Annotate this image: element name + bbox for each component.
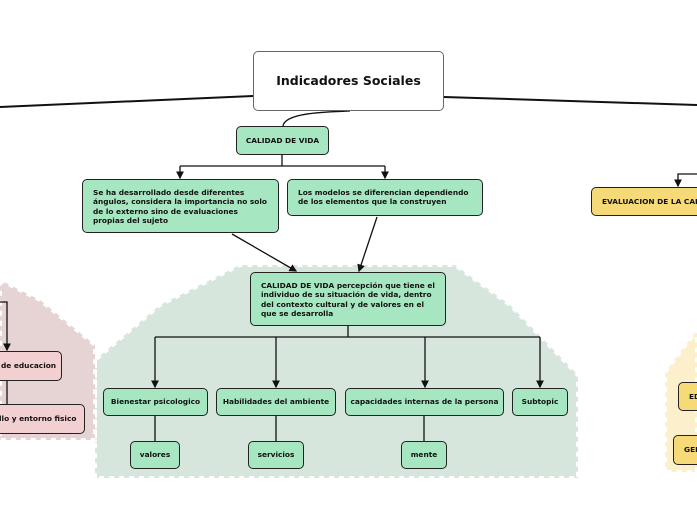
right-item-2[interactable]: GENERO	[673, 435, 697, 465]
root-topic[interactable]: Indicadores Sociales	[253, 51, 444, 111]
subtopic-bienestar[interactable]: Bienestar psicologico	[103, 388, 208, 416]
subtopic-capacidades[interactable]: capacidades internas de la persona	[345, 388, 504, 416]
description-a-node[interactable]: Se ha desarrollado desde diferentes ángu…	[82, 179, 279, 233]
child-servicios[interactable]: servicios	[248, 441, 304, 469]
calidad-de-vida-node[interactable]: CALIDAD DE VIDA	[236, 126, 329, 155]
left-item-entorno[interactable]: llo y entorno fisico	[0, 404, 85, 434]
left-item-educacion[interactable]: de educacion	[0, 351, 62, 381]
description-b-node[interactable]: Los modelos se diferencian dependiendo d…	[287, 179, 483, 216]
child-valores[interactable]: valores	[130, 441, 180, 469]
central-definition-node[interactable]: CALIDAD DE VIDA percepción que tiene el …	[250, 272, 446, 326]
subtopic-habilidades[interactable]: Habilidades del ambiente	[216, 388, 336, 416]
child-mente[interactable]: mente	[401, 441, 447, 469]
evaluacion-node[interactable]: EVALUACION DE LA CALIDAD	[591, 187, 697, 216]
right-item-1[interactable]: EDUCACION	[678, 382, 697, 411]
subtopic-generic[interactable]: Subtopic	[512, 388, 568, 416]
green-region	[93, 263, 580, 480]
